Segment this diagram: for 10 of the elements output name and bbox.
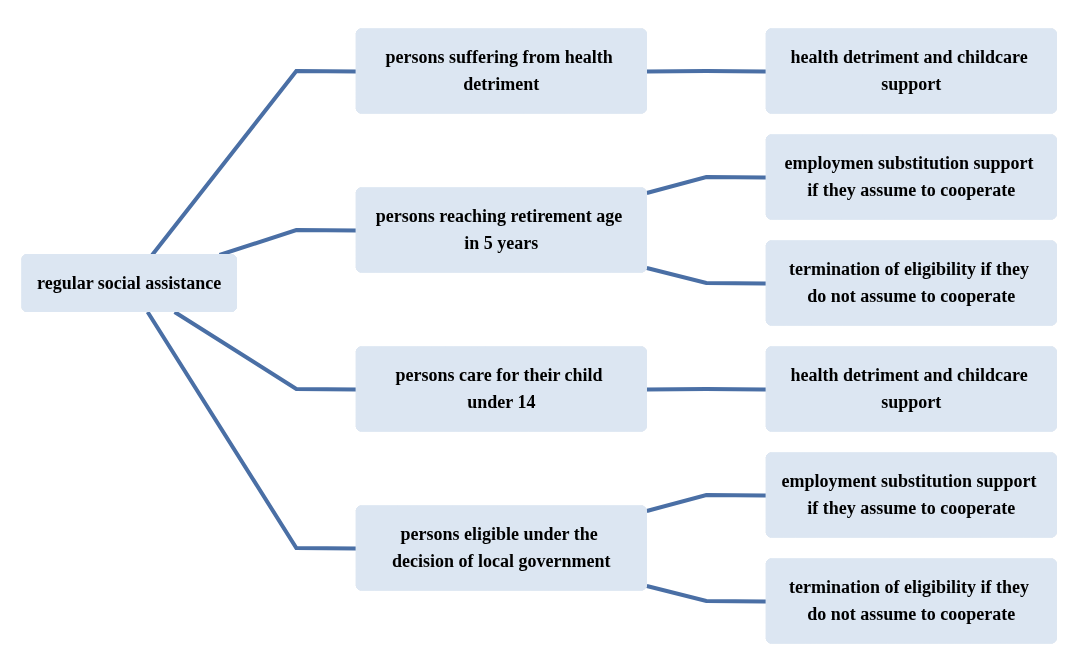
connector xyxy=(218,228,357,257)
connector xyxy=(145,310,357,551)
connector xyxy=(646,266,767,286)
connector xyxy=(173,310,357,392)
connector xyxy=(646,387,767,392)
connector xyxy=(150,69,357,257)
connector xyxy=(646,175,767,195)
connector xyxy=(646,493,767,513)
connector xyxy=(646,69,767,74)
connector xyxy=(646,584,767,604)
